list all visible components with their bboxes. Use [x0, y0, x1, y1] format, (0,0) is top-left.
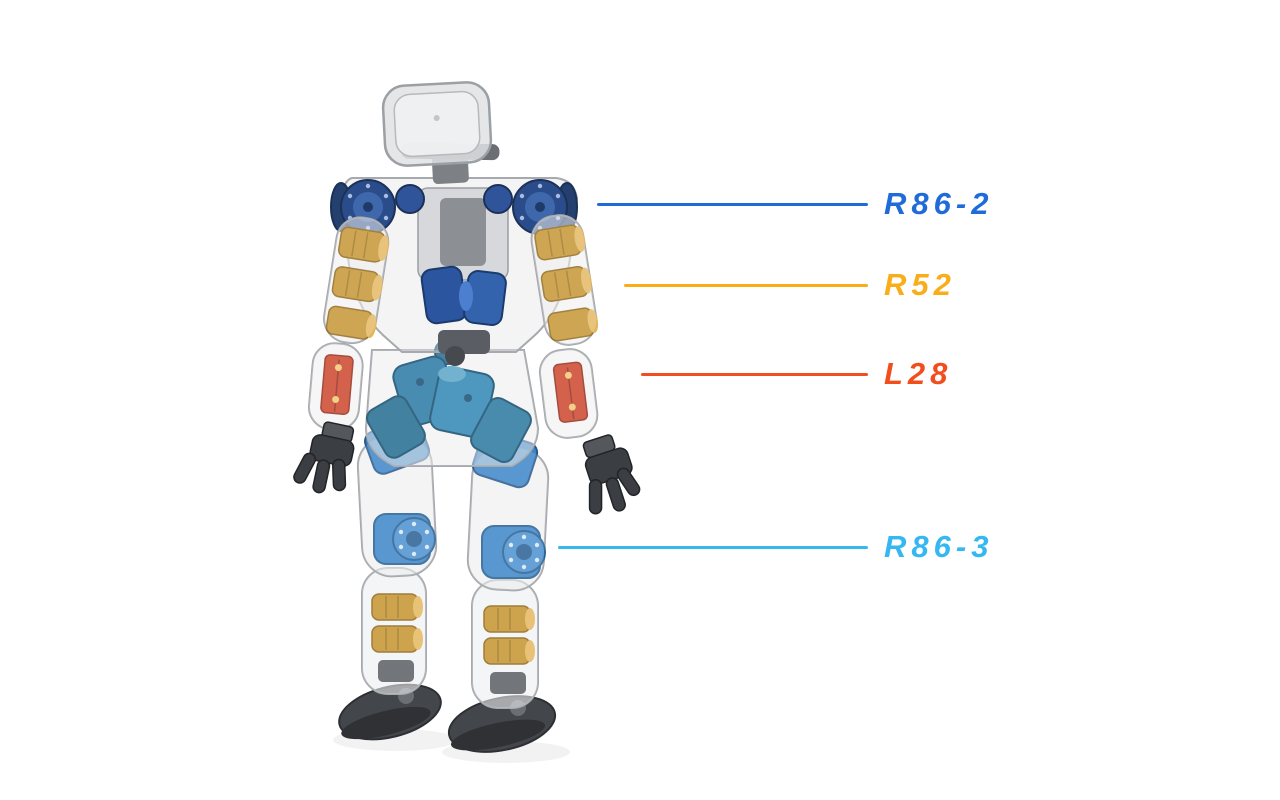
left-knee-actuator — [373, 513, 436, 565]
right-ankle-gold-actuators — [483, 605, 535, 665]
right-knee-actuator — [481, 525, 546, 579]
left-arm-gold-actuators — [325, 226, 389, 340]
left-hand — [293, 421, 355, 494]
waist-joint — [438, 330, 490, 354]
robot-right-leg — [447, 429, 557, 753]
robot-left-leg — [338, 417, 442, 741]
hip-teal-actuators — [366, 339, 532, 463]
right-foot — [447, 695, 557, 753]
robot-right-arm — [530, 214, 641, 515]
right-hand — [582, 434, 641, 515]
right-forearm-actuator — [552, 361, 589, 423]
callout-line-l28 — [641, 373, 868, 376]
left-shin — [361, 567, 427, 695]
callout-label-r86-2: R86-2 — [884, 186, 994, 221]
callout-label-r52: R52 — [884, 267, 956, 302]
left-forearm-actuator — [320, 354, 354, 415]
left-ankle-gold-actuators — [371, 593, 423, 653]
robot-head — [381, 81, 500, 185]
head-visor — [393, 90, 481, 158]
right-arm-gold-actuators — [534, 224, 599, 342]
chest-actuators — [420, 265, 507, 326]
robot-left-arm — [293, 216, 390, 494]
robot-pelvis — [364, 339, 540, 467]
callout-line-r52 — [624, 284, 868, 287]
callout-label-l28: L28 — [884, 356, 953, 391]
right-thigh — [466, 429, 550, 592]
callout-label-r86-3: R86-3 — [884, 529, 994, 564]
left-shoulder-actuator — [330, 179, 425, 235]
spine-module — [440, 198, 486, 266]
left-foot — [338, 683, 442, 741]
callout-line-r86-3 — [558, 546, 868, 549]
callout-line-r86-2 — [597, 203, 868, 206]
right-shin — [471, 579, 539, 709]
